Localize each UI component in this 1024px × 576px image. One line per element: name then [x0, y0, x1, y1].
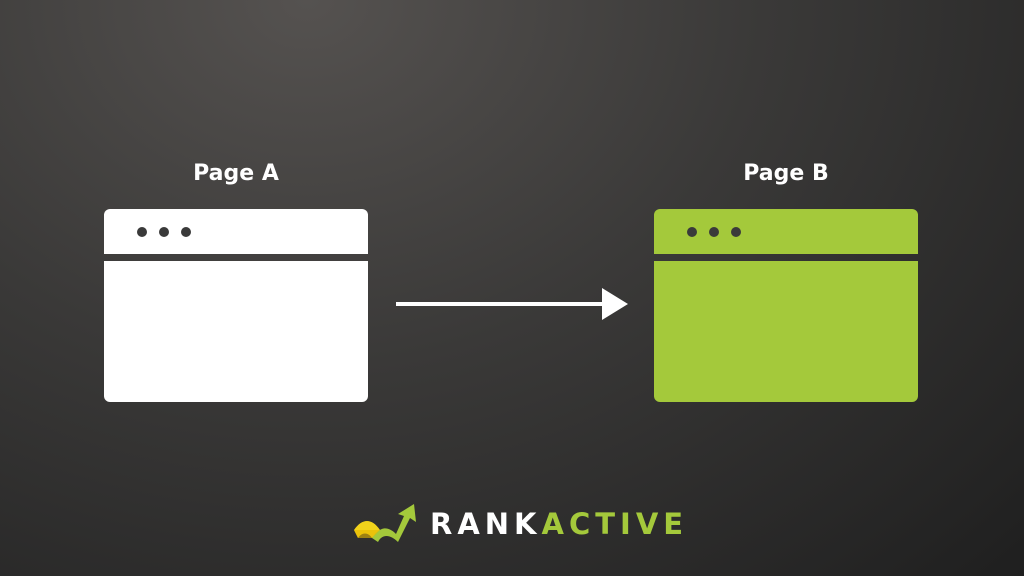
page-a-label: Page A — [193, 161, 279, 186]
page-b-titlebar — [654, 209, 918, 254]
page-b-label: Page B — [743, 161, 829, 186]
window-dot — [731, 227, 741, 237]
rankactive-logo: RANKACTIVE — [352, 500, 683, 548]
window-dot — [181, 227, 191, 237]
page-a-titlebar — [104, 209, 368, 254]
rankactive-arrow-logo-icon — [354, 504, 416, 542]
logo-rank-text: RANK — [430, 507, 542, 541]
arrow-right-icon — [396, 288, 628, 320]
page-b-body — [654, 261, 918, 402]
window-dot — [709, 227, 719, 237]
page-b-window-icon — [654, 209, 918, 402]
page-a-body — [104, 261, 368, 402]
page-a-window-icon — [104, 209, 368, 402]
window-dot — [137, 227, 147, 237]
window-dot — [159, 227, 169, 237]
window-dot — [687, 227, 697, 237]
logo-active-text: ACTIVE — [541, 507, 689, 541]
